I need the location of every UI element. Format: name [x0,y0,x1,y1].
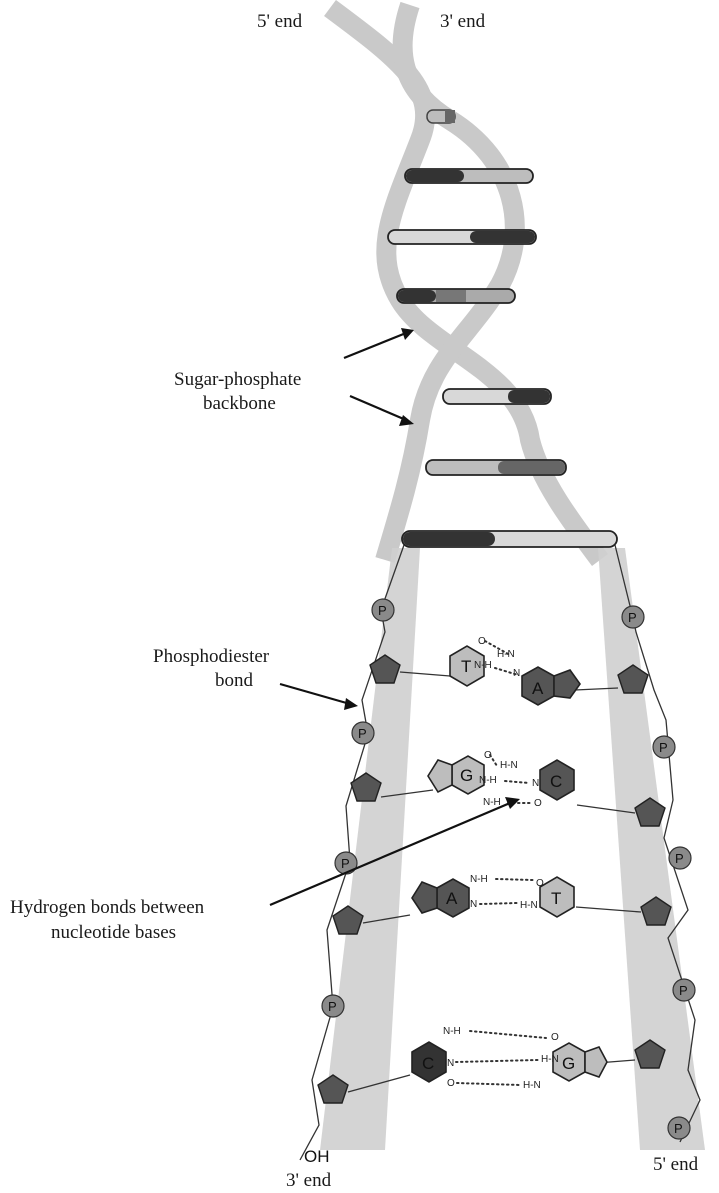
svg-text:T: T [461,657,471,676]
bottom-left-end-label: 3' end [286,1170,332,1191]
svg-text:N: N [532,778,539,789]
rung-7 [402,531,617,547]
rung-4 [397,289,515,303]
phosphodiester-label: Phosphodiester bond [153,646,270,691]
svg-text:A: A [532,679,544,698]
svg-text:A: A [446,889,458,908]
svg-text:Sugar-phosphate: Sugar-phosphate [174,369,301,390]
svg-text:O: O [551,1032,559,1043]
svg-text:N: N [470,899,477,910]
base-pair-3: A T N-H N O H-N [412,874,574,917]
phosphate-l4: P [322,995,344,1017]
svg-text:P: P [341,856,350,871]
helix-ribbons [330,5,600,560]
svg-text:O: O [536,878,544,889]
svg-text:P: P [628,610,637,625]
hydroxyl-label: OH [304,1147,330,1166]
svg-text:T: T [551,889,561,908]
base-pair-1: T A O N-H H-N N [450,636,580,705]
phosphate-l3: P [335,852,357,874]
base-pair-4: C G N-H N O O H-N H-N [412,1026,607,1091]
base-pair-2: G C O N-H N-H H-N N O [428,750,574,809]
backbone-strand-a [330,8,600,560]
svg-text:backbone: backbone [203,393,276,414]
svg-text:N-H: N-H [474,660,492,671]
svg-text:bond: bond [215,670,254,691]
svg-text:P: P [358,726,367,741]
phosphate-r3: P [669,847,691,869]
svg-text:N: N [447,1058,454,1069]
phosphate-l2: P [352,722,374,744]
svg-text:H-N: H-N [500,760,518,771]
phosphate-l1: P [372,599,394,621]
svg-text:nucleotide bases: nucleotide bases [51,922,176,943]
backbone-label: Sugar-phosphate backbone [174,369,301,414]
guanine-base [428,756,484,794]
svg-text:H-N: H-N [497,649,515,660]
svg-text:N-H: N-H [479,775,497,786]
svg-text:P: P [674,1121,683,1136]
bottom-right-end-label: 5' end [653,1154,699,1175]
rung-3 [388,230,536,244]
svg-text:P: P [675,851,684,866]
svg-text:N-H: N-H [443,1026,461,1037]
svg-text:G: G [460,766,473,785]
rung-5 [443,389,551,404]
svg-text:N-H: N-H [470,874,488,885]
phosphate-r2: P [653,736,675,758]
svg-text:H-N: H-N [520,900,538,911]
svg-text:H-N: H-N [541,1054,559,1065]
adenine-base-2 [412,879,469,917]
svg-text:C: C [422,1054,434,1073]
svg-text:O: O [534,798,542,809]
phosphate-r1: P [622,606,644,628]
phosphodiester-arrow [280,684,358,710]
hydrogen-bonds-label: Hydrogen bonds between nucleotide bases [10,897,205,943]
backbone-strand-b [385,5,515,560]
top-left-end-label: 5' end [257,11,303,32]
svg-text:N-H: N-H [483,797,501,808]
left-lower-ribbon [320,548,420,1150]
rung-1 [427,110,455,123]
svg-text:P: P [659,740,668,755]
rung-6 [426,460,566,475]
svg-text:H-N: H-N [523,1080,541,1091]
svg-text:O: O [447,1078,455,1089]
svg-text:C: C [550,772,562,791]
adenine-base [522,667,580,705]
rung-2 [405,169,533,183]
backbone-arrows [344,328,414,426]
svg-text:P: P [679,983,688,998]
svg-text:G: G [562,1054,575,1073]
svg-text:P: P [378,603,387,618]
svg-text:Phosphodiester: Phosphodiester [153,646,270,667]
top-right-end-label: 3' end [440,11,486,32]
phosphate-r5: P [668,1117,690,1139]
svg-text:P: P [328,999,337,1014]
phosphate-r4: P [673,979,695,1001]
svg-text:Hydrogen bonds between: Hydrogen bonds between [10,897,205,918]
